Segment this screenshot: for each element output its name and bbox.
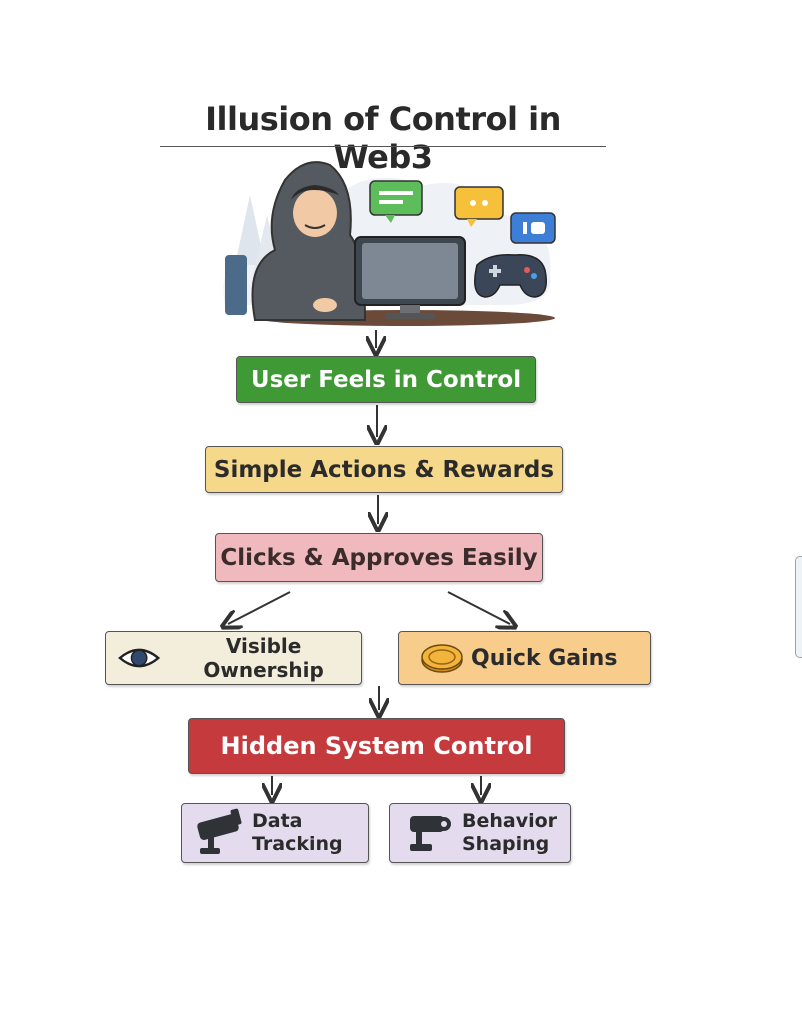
outcome-behavior-shaping-line2: Shaping <box>462 833 549 856</box>
outcome-data-tracking-label: Data Tracking <box>252 810 343 856</box>
title-underline <box>160 146 606 147</box>
branch-visible-ownership-label: Visible Ownership <box>166 634 361 682</box>
step-clicks-approves-easily: Clicks & Approves Easily <box>215 533 543 582</box>
eye-icon <box>118 645 160 671</box>
outcome-behavior-shaping: Behavior Shaping <box>389 803 571 863</box>
branch-visible-ownership: Visible Ownership <box>105 631 362 685</box>
coin-icon <box>419 642 465 674</box>
security-camera-icon <box>194 808 246 858</box>
outcome-behavior-shaping-line1: Behavior <box>462 810 557 833</box>
outcome-data-tracking: Data Tracking <box>181 803 369 863</box>
step-hidden-system-control: Hidden System Control <box>188 718 565 774</box>
cropped-edge-card <box>795 556 802 658</box>
step-user-feels-in-control: User Feels in Control <box>236 356 536 403</box>
branch-quick-gains: Quick Gains <box>398 631 651 685</box>
controller-camera-icon <box>406 810 456 856</box>
outcome-data-tracking-line2: Tracking <box>252 833 343 856</box>
hooded-user-at-computer-illustration <box>205 155 575 330</box>
outcome-behavior-shaping-label: Behavior Shaping <box>462 810 557 856</box>
step-simple-actions-rewards: Simple Actions & Rewards <box>205 446 563 493</box>
branch-quick-gains-label: Quick Gains <box>471 646 617 671</box>
outcome-data-tracking-line1: Data <box>252 810 303 833</box>
computer-monitor-icon <box>355 237 465 319</box>
